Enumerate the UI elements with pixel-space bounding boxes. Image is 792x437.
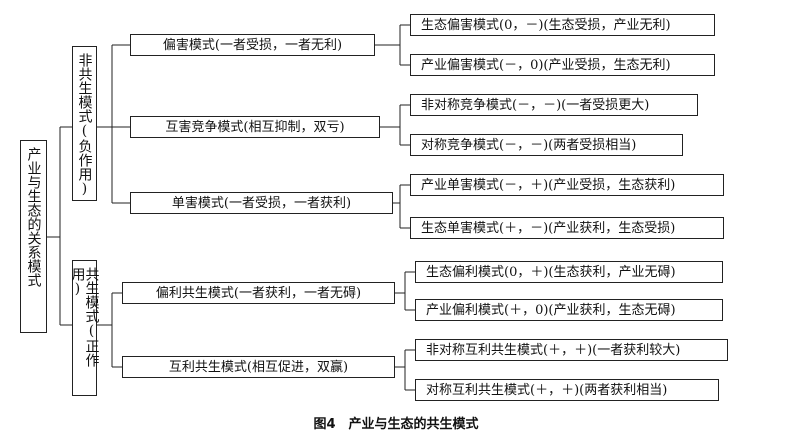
leaf-node: 生态偏害模式(0，－)(生态受损，产业无利) <box>410 14 715 36</box>
leaf-label: 非对称竞争模式(－，－)(一者受损更大) <box>421 97 650 113</box>
leaf-label: 产业偏利模式(＋，0)(产业获利，生态无碍) <box>426 302 676 318</box>
leaf-node: 非对称竞争模式(－，－)(一者受损更大) <box>410 94 698 116</box>
leaf-node: 对称互利共生模式(＋，＋)(两者获利相当) <box>415 379 719 401</box>
mode-label: 单害模式(一者受损，一者获利) <box>171 195 352 211</box>
category-symbiosis: 共生模式(正作用) <box>69 260 100 396</box>
category-non-symbiosis: 非共生模式(负作用) <box>72 46 97 201</box>
leaf-label: 产业偏害模式(－，0)(产业受损，生态无利) <box>421 57 671 73</box>
leaf-label: 对称竞争模式(－，－)(两者受损相当) <box>421 137 637 153</box>
mode-label: 互害竞争模式(相互抑制，双亏) <box>165 119 345 135</box>
leaf-label: 非对称互利共生模式(＋，＋)(一者获利较大) <box>426 342 681 358</box>
root-node: 产业与生态的关系模式 <box>20 140 47 333</box>
figure-caption: 图4 产业与生态的共生模式 <box>313 417 479 432</box>
mode-node: 偏害模式(一者受损，一者无利) <box>130 34 375 56</box>
mode-node: 互利共生模式(相互促进，双赢) <box>122 356 395 378</box>
root-label: 产业与生态的关系模式 <box>25 147 42 287</box>
mode-node: 偏利共生模式(一者获利，一者无碍) <box>122 282 395 304</box>
mode-label: 偏害模式(一者受损，一者无利) <box>162 37 343 53</box>
leaf-node: 产业偏害模式(－，0)(产业受损，生态无利) <box>410 54 715 76</box>
leaf-node: 非对称互利共生模式(＋，＋)(一者获利较大) <box>415 339 728 361</box>
leaf-node: 对称竞争模式(－，－)(两者受损相当) <box>410 134 683 156</box>
leaf-node: 生态偏利模式(0，＋)(生态获利，产业无碍) <box>415 261 723 283</box>
category-label: 非共生模式(负作用) <box>76 53 93 197</box>
mode-label: 偏利共生模式(一者获利，一者无碍) <box>155 285 362 301</box>
mode-node: 互害竞争模式(相互抑制，双亏) <box>130 116 380 138</box>
leaf-node: 产业单害模式(－，＋)(产业受损，生态获利) <box>410 174 724 196</box>
leaf-label: 对称互利共生模式(＋，＋)(两者获利相当) <box>426 382 668 398</box>
leaf-label: 产业单害模式(－，＋)(产业受损，生态获利) <box>421 177 676 193</box>
category-label: 共生模式(正作用) <box>69 267 100 367</box>
mode-label: 互利共生模式(相互促进，双赢) <box>168 359 349 375</box>
leaf-node: 生态单害模式(＋，－)(产业获利，生态受损) <box>410 217 724 239</box>
leaf-label: 生态偏害模式(0，－)(生态受损，产业无利) <box>421 17 671 33</box>
leaf-label: 生态偏利模式(0，＋)(生态获利，产业无碍) <box>426 264 676 280</box>
leaf-label: 生态单害模式(＋，－)(产业获利，生态受损) <box>421 220 676 236</box>
leaf-node: 产业偏利模式(＋，0)(产业获利，生态无碍) <box>415 299 723 321</box>
mode-node: 单害模式(一者受损，一者获利) <box>130 192 393 214</box>
